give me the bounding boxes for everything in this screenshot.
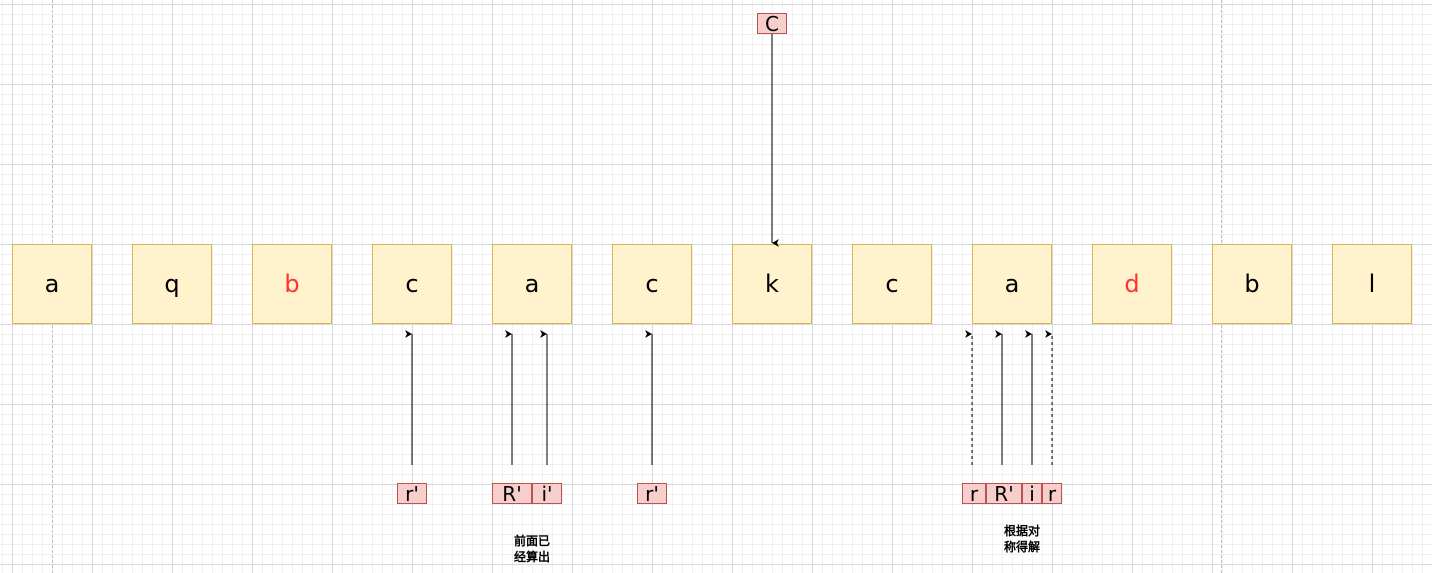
char-cell-8: a <box>972 244 1052 324</box>
computed-note: 前面已 经算出 <box>497 533 567 565</box>
computed-note-line2: 经算出 <box>513 550 550 564</box>
tag-label: r' <box>645 481 659 506</box>
tag-label: r <box>969 481 979 506</box>
mirror-i-tag: i' <box>532 483 562 504</box>
char-label: l <box>1368 270 1376 298</box>
char-label: a <box>524 270 540 298</box>
symmetric-note: 根据对 称得解 <box>987 523 1057 555</box>
char-cell-0: a <box>12 244 92 324</box>
char-cell-7: c <box>852 244 932 324</box>
char-label: a <box>1004 270 1020 298</box>
tag-label: R' <box>502 481 522 506</box>
char-cell-5: c <box>612 244 692 324</box>
char-label: b <box>284 270 300 298</box>
char-cell-4: a <box>492 244 572 324</box>
char-label: k <box>765 270 779 298</box>
symmetric-note-line1: 根据对 <box>1003 524 1040 538</box>
char-label: b <box>1244 270 1260 298</box>
char-cell-10: b <box>1212 244 1292 324</box>
char-label: q <box>164 270 180 298</box>
tag-label: i <box>1029 481 1035 506</box>
tag-label: i' <box>541 481 553 506</box>
char-cell-2: b <box>252 244 332 324</box>
center-tag: C <box>757 13 787 34</box>
tag-label: C <box>765 11 779 36</box>
cur-r-right-tag: r <box>1042 483 1062 504</box>
char-label: c <box>885 270 899 298</box>
char-cell-9: d <box>1092 244 1172 324</box>
char-label: c <box>405 270 419 298</box>
tag-label: r' <box>405 481 419 506</box>
symmetric-note-line2: 称得解 <box>1003 540 1040 554</box>
mirror-r-left-tag: r' <box>397 483 427 504</box>
char-label: d <box>1124 270 1140 298</box>
char-label: a <box>44 270 60 298</box>
cur-i-tag: i <box>1022 483 1042 504</box>
char-cell-1: q <box>132 244 212 324</box>
tag-label: r <box>1047 481 1057 506</box>
char-cell-6: k <box>732 244 812 324</box>
cur-r-left-tag: r <box>962 483 986 504</box>
char-cell-3: c <box>372 244 452 324</box>
mirror-r-right-tag: r' <box>637 483 667 504</box>
cur-right-bound-tag: R' <box>986 483 1022 504</box>
char-cell-11: l <box>1332 244 1412 324</box>
char-label: c <box>645 270 659 298</box>
prev-right-bound-tag: R' <box>492 483 532 504</box>
computed-note-line1: 前面已 <box>513 534 550 548</box>
tag-label: R' <box>994 481 1014 506</box>
